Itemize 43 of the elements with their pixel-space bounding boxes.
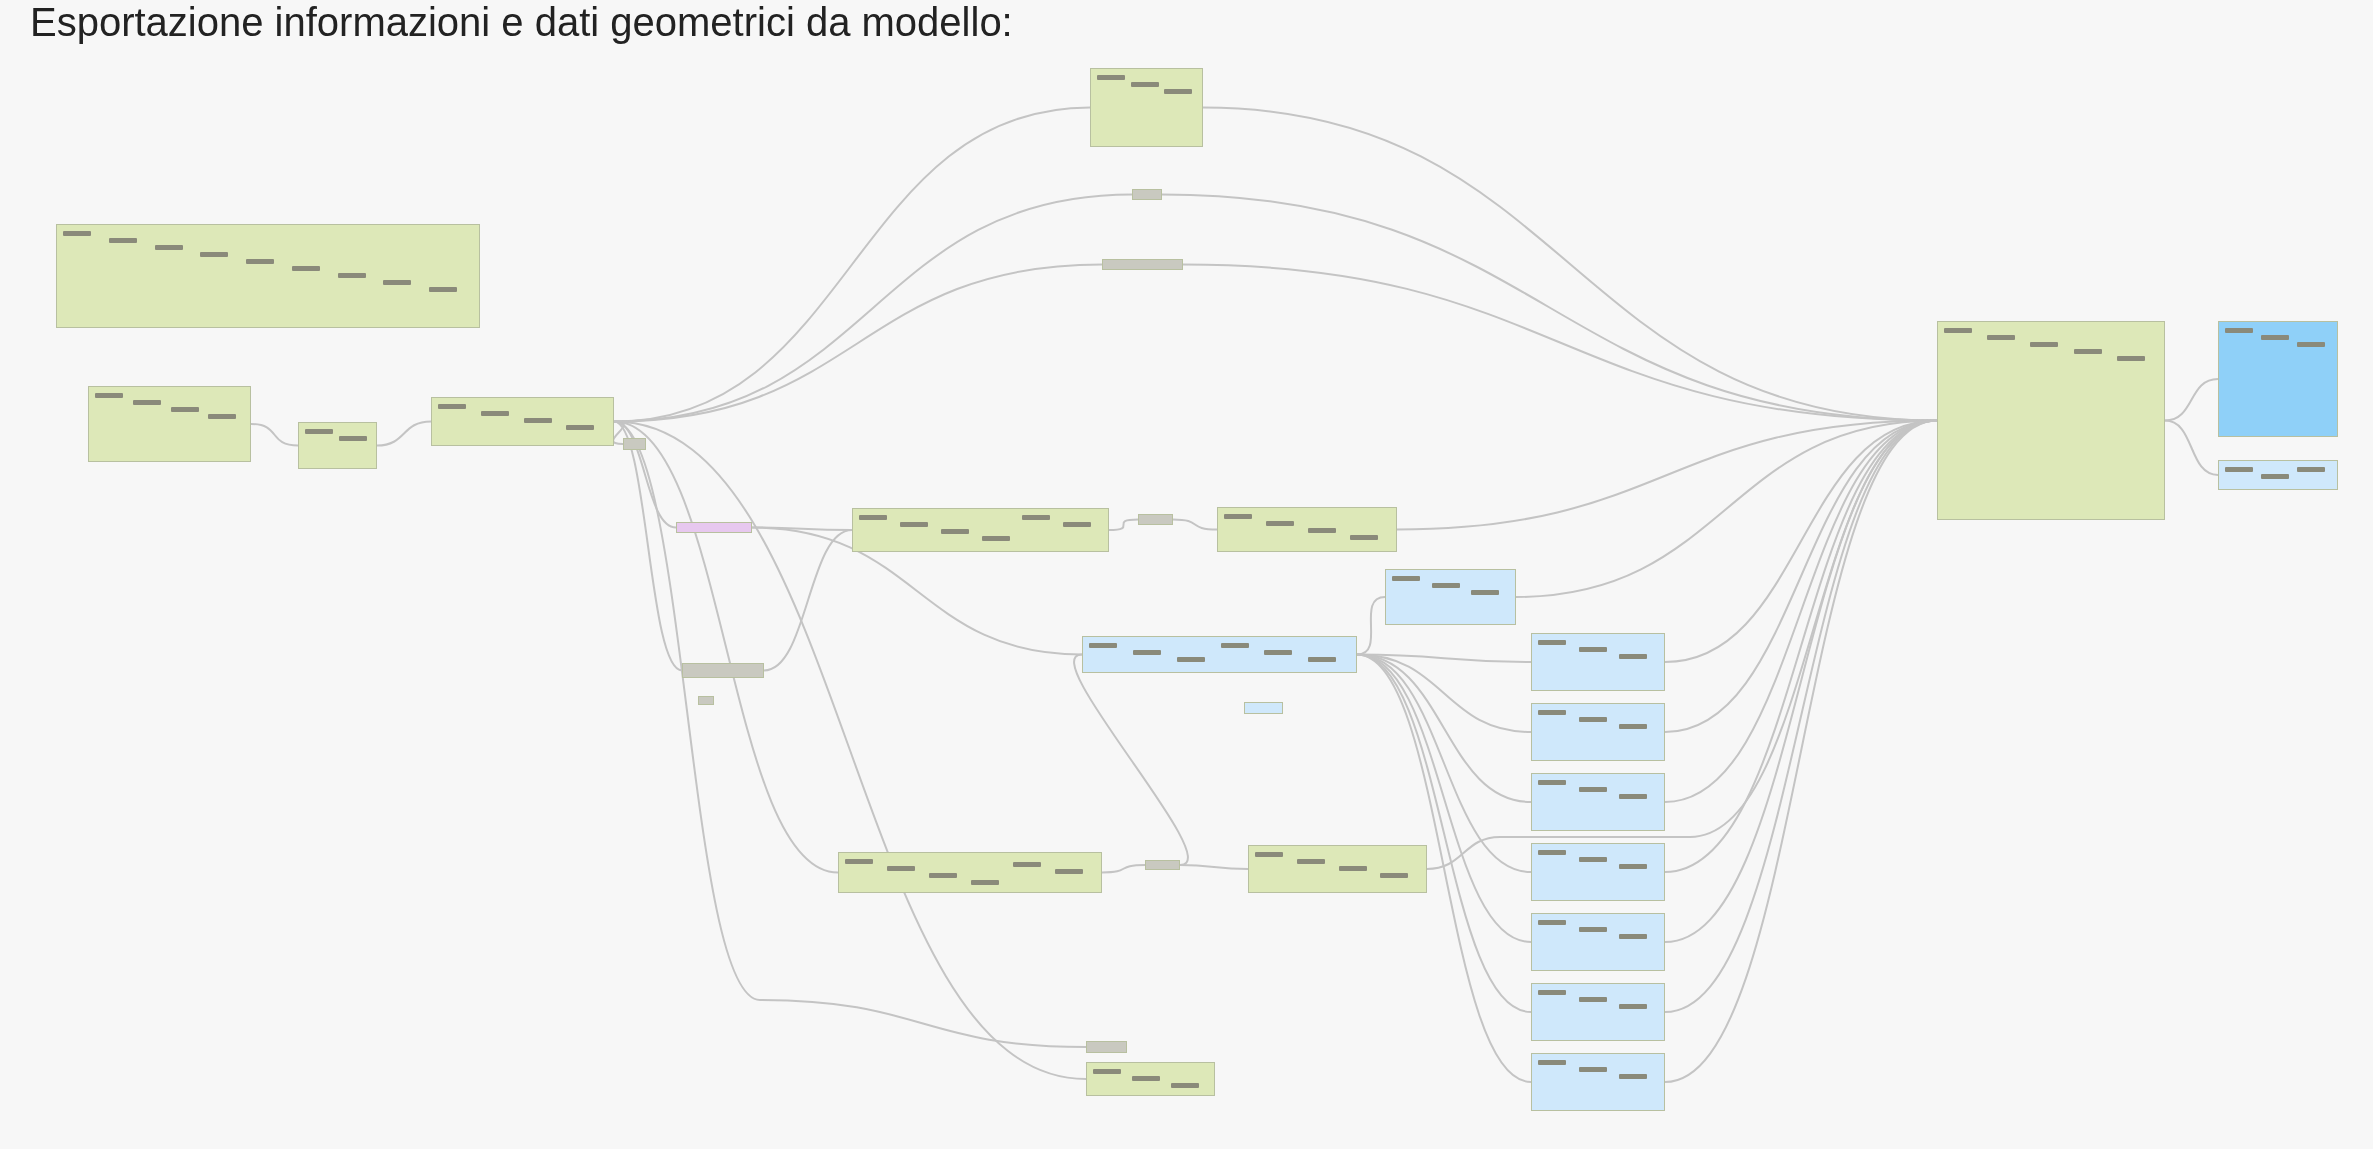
code-node bbox=[623, 438, 646, 450]
node-group bbox=[838, 852, 1102, 893]
code-node bbox=[1145, 860, 1180, 870]
node-group bbox=[1082, 636, 1357, 673]
wire bbox=[763, 529, 853, 672]
node-group bbox=[2218, 460, 2338, 490]
node-group bbox=[431, 397, 614, 446]
wire bbox=[1172, 518, 1218, 531]
node-group bbox=[1531, 843, 1665, 901]
node-group bbox=[1531, 983, 1665, 1041]
node-group bbox=[1090, 68, 1203, 147]
wire bbox=[250, 423, 299, 447]
node-group bbox=[1531, 913, 1665, 971]
code-node bbox=[676, 522, 752, 533]
node-group bbox=[852, 508, 1109, 552]
wire bbox=[2164, 419, 2219, 476]
node-group bbox=[1385, 569, 1516, 625]
code-node bbox=[682, 663, 764, 678]
code-node bbox=[1086, 1041, 1127, 1053]
node-group bbox=[1937, 321, 2165, 520]
wire bbox=[1073, 653, 1189, 866]
node-group bbox=[1531, 703, 1665, 761]
node-group bbox=[1086, 1062, 1215, 1096]
node-group bbox=[298, 422, 377, 469]
node-group bbox=[1217, 507, 1397, 552]
node-group bbox=[1531, 1053, 1665, 1111]
code-node bbox=[1138, 514, 1173, 525]
code-node bbox=[1102, 259, 1183, 270]
code-node bbox=[1132, 189, 1162, 200]
wire bbox=[376, 420, 432, 447]
node-group bbox=[56, 224, 480, 328]
node-group bbox=[1531, 633, 1665, 691]
code-node bbox=[1244, 702, 1283, 714]
node-group bbox=[2218, 321, 2338, 437]
node-group bbox=[1248, 845, 1427, 893]
wire bbox=[1108, 518, 1139, 531]
code-node bbox=[698, 696, 714, 705]
diagram-title: Esportazione informazioni e dati geometrici da modello: bbox=[30, 0, 1013, 45]
wire bbox=[2164, 378, 2219, 422]
node-group bbox=[88, 386, 251, 462]
wire bbox=[1101, 864, 1146, 874]
node-group bbox=[1531, 773, 1665, 831]
wire bbox=[751, 526, 1083, 656]
